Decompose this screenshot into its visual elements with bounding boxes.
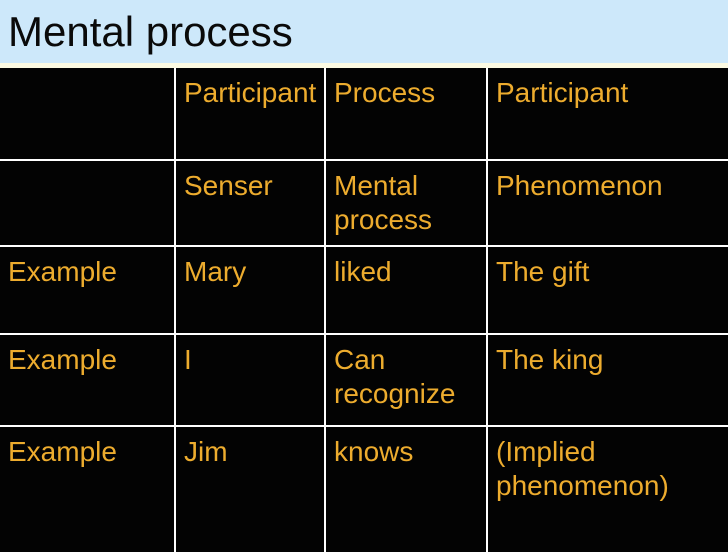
table-cell: liked (324, 245, 488, 335)
table-row-example-1: Example Mary liked The gift (0, 245, 728, 335)
table-cell: Participant (486, 68, 728, 161)
table-cell: The gift (486, 245, 728, 335)
table-band: Participant Process Participant Senser M… (0, 63, 728, 552)
table-cell: Phenomenon (486, 159, 728, 247)
table-cell: Participant (174, 68, 326, 161)
table-cell: (Implied phenomenon) (486, 425, 728, 552)
table-cell: Example (0, 245, 176, 335)
table-cell: Mental process (324, 159, 488, 247)
table-cell (0, 68, 176, 161)
title-bar: Mental process (0, 0, 728, 63)
table-cell: Example (0, 425, 176, 552)
table-cell: knows (324, 425, 488, 552)
table-cell: I (174, 333, 326, 427)
header-row-participant: Participant Process Participant (0, 68, 728, 161)
table-cell: Mary (174, 245, 326, 335)
page-title: Mental process (8, 7, 293, 55)
table-cell: Can recognize (324, 333, 488, 427)
table-cell: Jim (174, 425, 326, 552)
table-cell: Example (0, 333, 176, 427)
table-row-example-2: Example I Can recognize The king (0, 333, 728, 427)
table-cell: Process (324, 68, 488, 161)
table-row-example-3: Example Jim knows (Implied phenomenon) (0, 425, 728, 552)
table-cell: Senser (174, 159, 326, 247)
table-cell (0, 159, 176, 247)
header-row-roles: Senser Mental process Phenomenon (0, 159, 728, 247)
table-cell: The king (486, 333, 728, 427)
process-table: Participant Process Participant Senser M… (0, 68, 728, 552)
